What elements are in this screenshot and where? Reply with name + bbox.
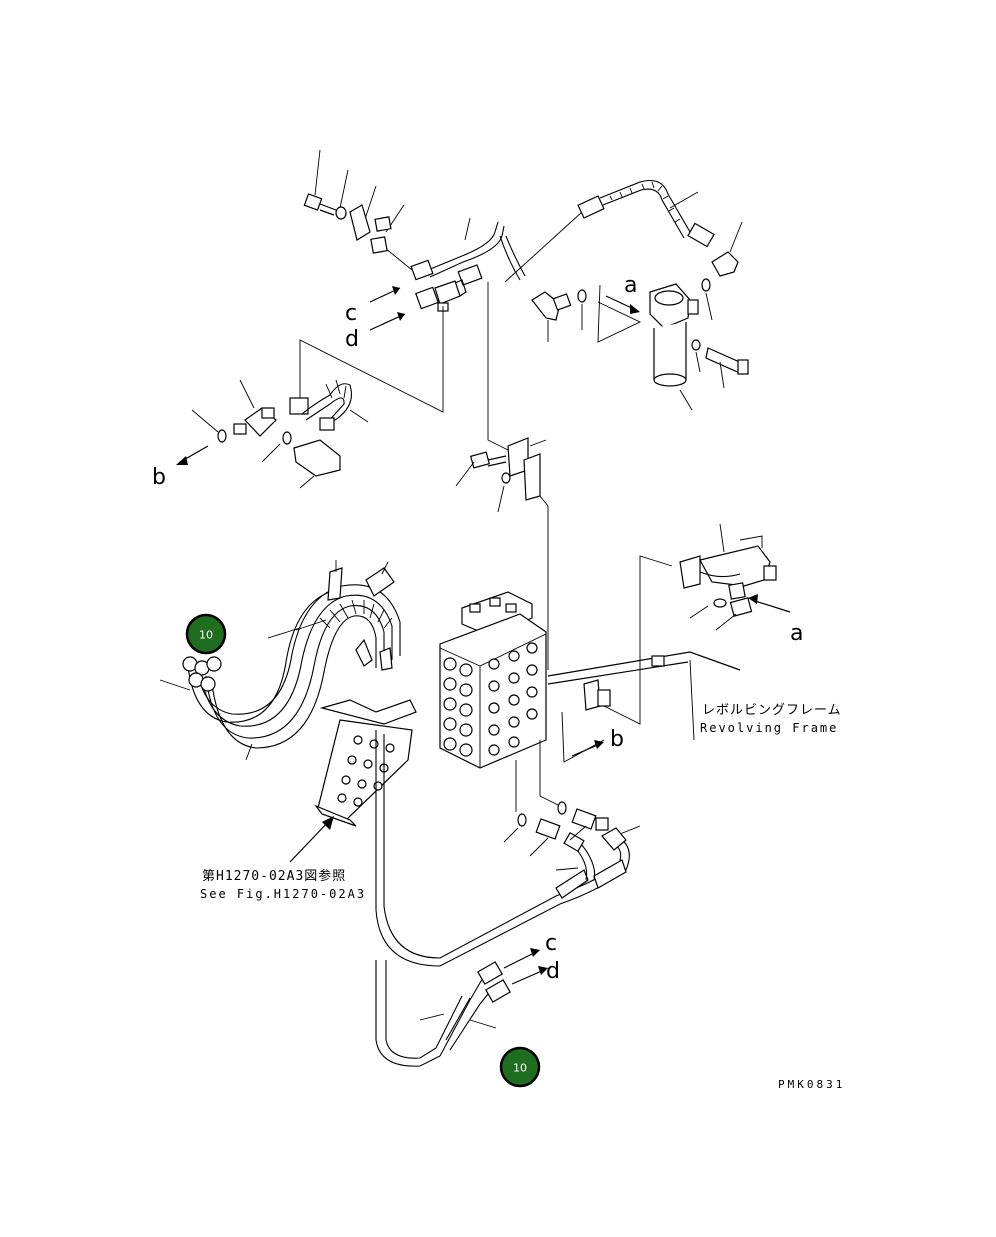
callout-b-mid: b [610, 727, 624, 752]
hose-end-fitting [577, 195, 605, 219]
see-fig-en: See Fig.H1270-02A3 [200, 887, 366, 901]
callout-a-right: a [790, 621, 803, 646]
item-badge-bottom-number: 10 [513, 1062, 527, 1075]
item-badge-left[interactable]: 10 [185, 613, 227, 655]
callout-c-bottom: c [545, 931, 557, 956]
washer-part [335, 206, 347, 220]
callout-b-left: b [152, 465, 166, 490]
tee-fitting [415, 279, 467, 312]
callout-d-bottom: d [546, 959, 560, 984]
callout-c-top: c [345, 301, 357, 326]
see-fig-jp: 第H1270-02A3図参照 [202, 868, 346, 884]
top-piping-assembly: c d a [303, 149, 749, 411]
item-badge-bottom[interactable]: 10 [499, 1046, 541, 1088]
item-badge-left-number: 10 [199, 629, 213, 642]
pipe-fitting [410, 259, 434, 281]
revolving-frame-en: Revolving Frame [700, 721, 838, 735]
mid-bracket [455, 437, 547, 513]
revolving-frame-plate: レボルビングフレーム Revolving Frame [547, 651, 842, 741]
pilot-hose-assembly: b [152, 379, 369, 490]
line-filter [649, 283, 699, 387]
clamp-plate [349, 204, 371, 241]
manifold-block: 第H1270-02A3図参照 See Fig.H1270-02A3 [200, 699, 417, 901]
callout-a-top: a [624, 273, 637, 298]
braided-hose-top [599, 179, 691, 239]
top-pipe [427, 221, 505, 278]
hose-bundle [159, 560, 401, 761]
drawing-code: PMK0831 [778, 1078, 845, 1091]
long-hoses: c d [375, 730, 641, 1067]
nut-part [370, 236, 388, 254]
bolt-part [303, 193, 337, 216]
revolving-frame-jp: レボルビングフレーム [702, 703, 842, 718]
nut-part [374, 216, 392, 232]
control-valve [439, 591, 561, 812]
right-bracket-assembly: a [603, 523, 803, 725]
callout-d-top: d [345, 327, 359, 352]
